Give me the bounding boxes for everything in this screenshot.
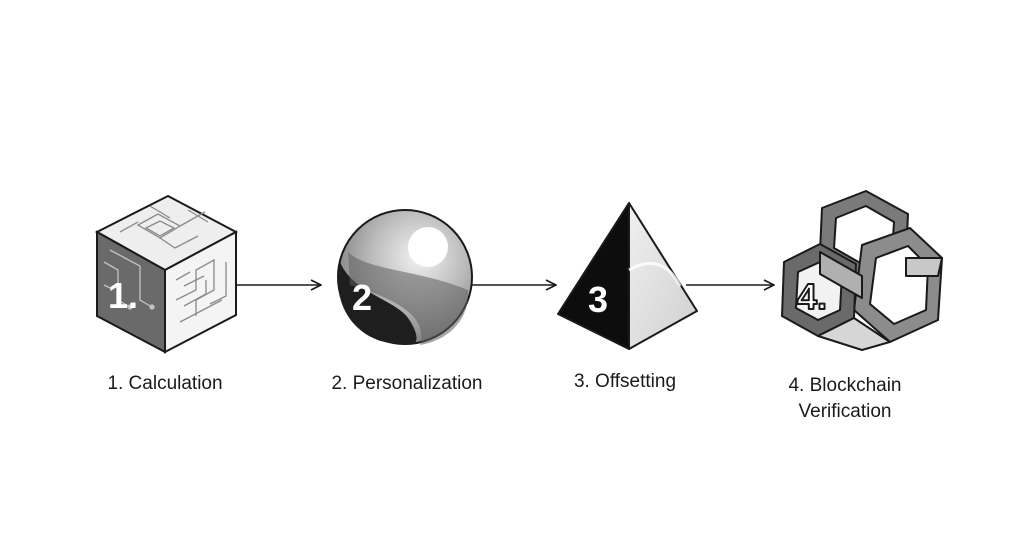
step-4-label: 4. Blockchain Verification xyxy=(788,375,902,422)
step-3-number: 3 xyxy=(588,279,608,320)
step-3-label: 3. Offsetting xyxy=(573,371,677,392)
step-1-number: 1. xyxy=(108,275,138,316)
hexagonal-lattice-icon: 4. xyxy=(781,190,943,351)
step-2-label: 2. Personalization xyxy=(331,373,483,394)
step-2-number: 2 xyxy=(352,277,372,318)
step-1-label: 1. Calculation xyxy=(107,373,223,394)
step-4-number: 4. xyxy=(797,276,827,317)
circuit-cube-icon: 1. xyxy=(94,194,239,354)
sphere-icon: 2 xyxy=(337,209,473,345)
pyramid-icon: 3 xyxy=(557,202,698,350)
